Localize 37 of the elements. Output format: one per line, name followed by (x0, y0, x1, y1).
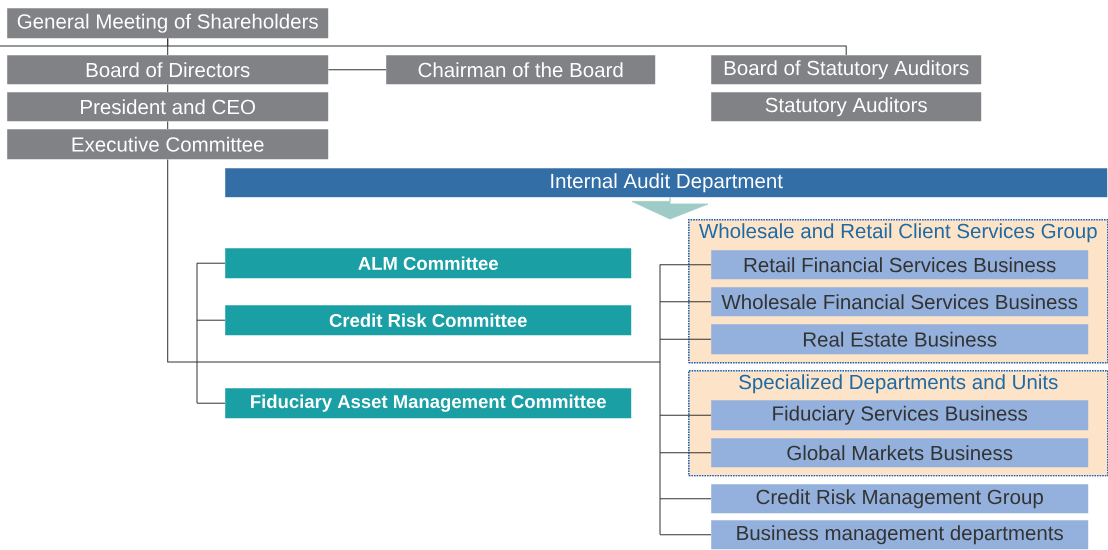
connector-line (659, 414, 712, 416)
business-box: Real Estate Business (711, 324, 1089, 355)
org-box: Executive Committee (7, 129, 329, 160)
business-box: Fiduciary Services Business (711, 400, 1089, 431)
business-box: Global Markets Business (711, 438, 1089, 468)
connector-line (659, 534, 712, 536)
business-box: Retail Financial Services Business (711, 250, 1089, 280)
connector-line (196, 319, 226, 321)
chevron-arrow (631, 197, 709, 220)
business-box: Credit Risk Management Group (711, 484, 1089, 514)
connector-line (167, 158, 198, 363)
department-bar: Internal Audit Department (225, 168, 1108, 198)
org-box: Board of Statutory Auditors (711, 55, 982, 85)
org-box: General Meeting of Shareholders (7, 8, 329, 39)
connector-line (659, 452, 712, 454)
connector-line (659, 301, 712, 303)
org-box: Statutory Auditors (711, 92, 982, 122)
org-box: Board of Directors (7, 55, 329, 85)
connector-line (659, 338, 712, 340)
connector-line (167, 120, 169, 130)
committee-box: Fiduciary Asset Management Committee (225, 388, 632, 419)
connector-line (659, 264, 712, 266)
connector-line (196, 262, 226, 264)
connector-line (659, 498, 712, 500)
connector-line (167, 83, 169, 93)
connector-line (0, 37, 847, 56)
committee-box: Credit Risk Committee (225, 305, 632, 336)
connector-line (196, 361, 661, 363)
committee-box: ALM Committee (225, 248, 632, 279)
org-box: President and CEO (7, 92, 329, 122)
business-box: Wholesale Financial Services Business (711, 287, 1089, 317)
connector-line (196, 262, 198, 404)
connector-line (327, 69, 387, 71)
connector-line (196, 402, 226, 404)
business-box: Business management departments (711, 520, 1089, 550)
org-box: Chairman of the Board (386, 55, 656, 85)
connector-line (659, 264, 661, 535)
